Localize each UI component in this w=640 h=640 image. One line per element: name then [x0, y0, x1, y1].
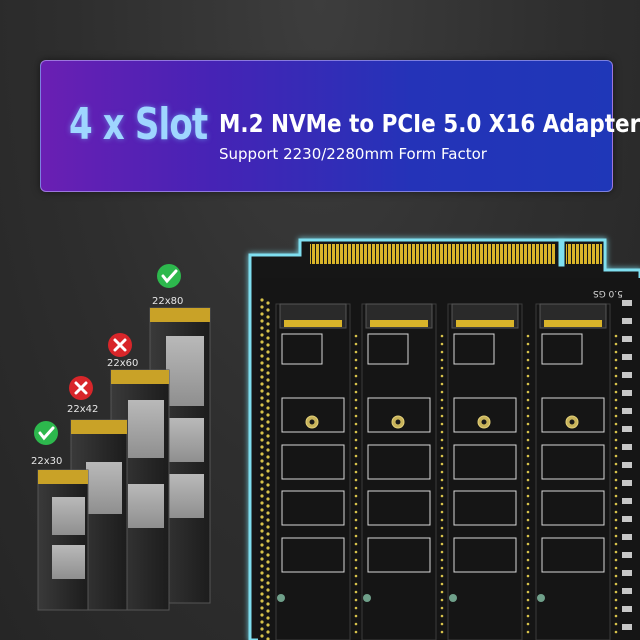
pcie-gold-fingers: [310, 244, 556, 264]
title-banner: 4 x Slot M.2 NVMe to PCIe 5.0 X16 Adapte…: [40, 60, 640, 192]
pcie-gen-label: 5.0 GS: [593, 288, 623, 298]
size-label-22x80: 22x80: [152, 296, 184, 307]
pcie-gold-fingers-short: [566, 244, 602, 264]
m2-slot-3: [447, 303, 530, 640]
size-label-22x60: 22x60: [107, 358, 139, 369]
size-label-22x42: 22x42: [67, 404, 99, 415]
m2-slot-1: [275, 303, 358, 640]
via-column: [260, 298, 270, 640]
product-title: M.2 NVMe to PCIe 5.0 X16 Adapter: [219, 109, 640, 138]
form-factor-subtitle: Support 2230/2280mm Form Factor: [219, 145, 487, 163]
size-label-22x30: 22x30: [31, 456, 63, 467]
cross-icon: [69, 376, 93, 400]
slot-count-title: 4 x Slot: [69, 99, 208, 150]
check-icon: [34, 421, 58, 445]
component-column: [622, 300, 632, 630]
module-22x30: [37, 469, 89, 611]
m2-slot-2: [361, 303, 444, 640]
cross-icon: [108, 333, 132, 357]
check-icon: [157, 264, 181, 288]
m2-slot-4: [535, 303, 618, 640]
